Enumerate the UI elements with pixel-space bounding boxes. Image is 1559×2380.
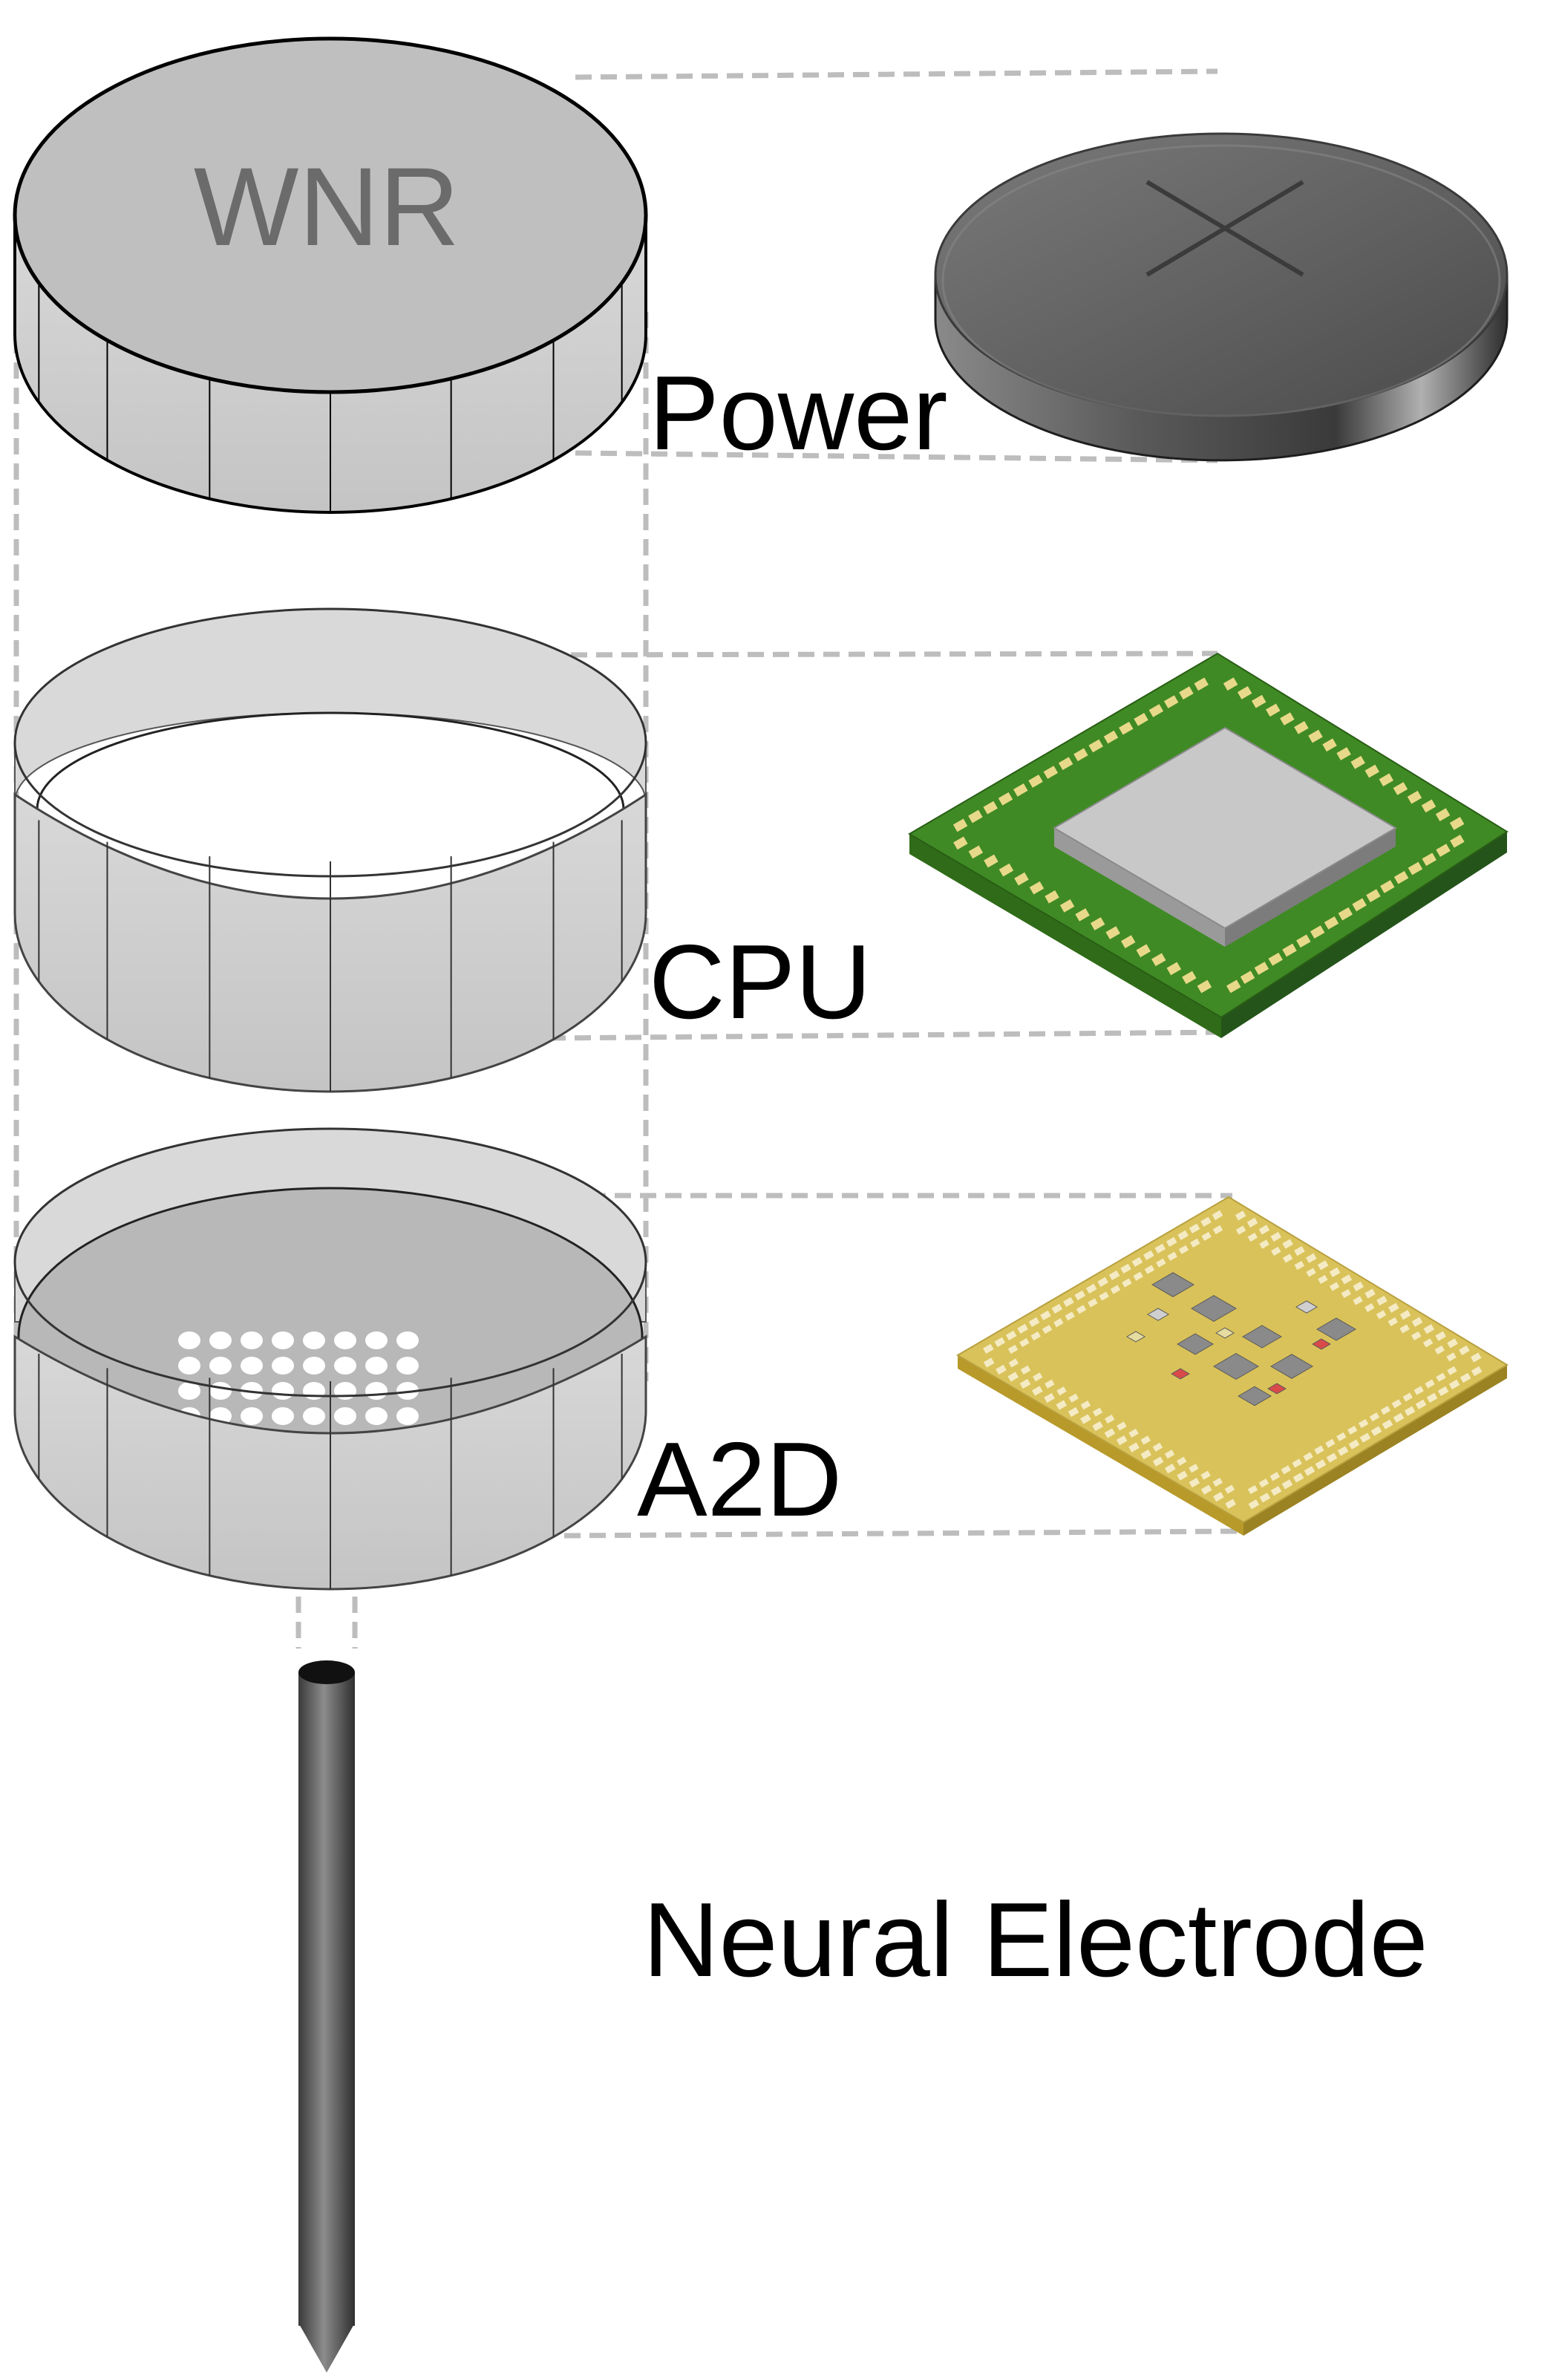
housing-mark-text: WNR xyxy=(194,144,460,269)
electrode-hole xyxy=(303,1407,325,1425)
cpu-chip-illustration xyxy=(909,653,1507,1038)
wnr-housing: WNR xyxy=(15,39,646,512)
electrode-hole xyxy=(241,1407,263,1425)
electrode-hole xyxy=(178,1357,200,1375)
a2d-chip-illustration xyxy=(958,1197,1507,1536)
a2d-housing-dish xyxy=(15,1129,646,1589)
electrode-hole xyxy=(272,1407,294,1425)
electrode-hole xyxy=(396,1357,419,1375)
electrode-hole xyxy=(365,1331,388,1349)
electrode-hole xyxy=(396,1331,419,1349)
electrode-hole xyxy=(303,1357,325,1375)
electrode-hole xyxy=(178,1331,200,1349)
guide-line xyxy=(575,71,1218,77)
electrode-hole xyxy=(241,1357,263,1375)
electrode-top-cap xyxy=(298,1660,355,1684)
electrode-hole xyxy=(334,1357,356,1375)
battery-illustration xyxy=(935,134,1507,460)
electrode-shaft xyxy=(298,1672,355,2326)
electrode-hole xyxy=(396,1407,419,1425)
electrode-hole xyxy=(272,1382,294,1400)
electrode-hole xyxy=(241,1331,263,1349)
label-power: Power xyxy=(649,361,948,466)
neural-electrode-illustration xyxy=(298,1660,355,2373)
electrode-tip xyxy=(298,2323,355,2373)
label-cpu: CPU xyxy=(649,930,872,1035)
electrode-hole xyxy=(365,1407,388,1425)
electrode-hole xyxy=(365,1357,388,1375)
electrode-hole xyxy=(303,1331,325,1349)
electrode-hole xyxy=(334,1331,356,1349)
electrode-hole xyxy=(272,1331,294,1349)
electrode-hole xyxy=(209,1357,232,1375)
cpu-housing-ring xyxy=(15,609,646,1092)
label-neural-electrode: Neural Electrode xyxy=(643,1888,1428,1993)
electrode-hole xyxy=(209,1382,232,1400)
electrode-hole xyxy=(365,1382,388,1400)
electrode-hole xyxy=(334,1407,356,1425)
label-a2d: A2D xyxy=(637,1427,842,1533)
electrode-hole xyxy=(272,1357,294,1375)
electrode-hole xyxy=(209,1331,232,1349)
